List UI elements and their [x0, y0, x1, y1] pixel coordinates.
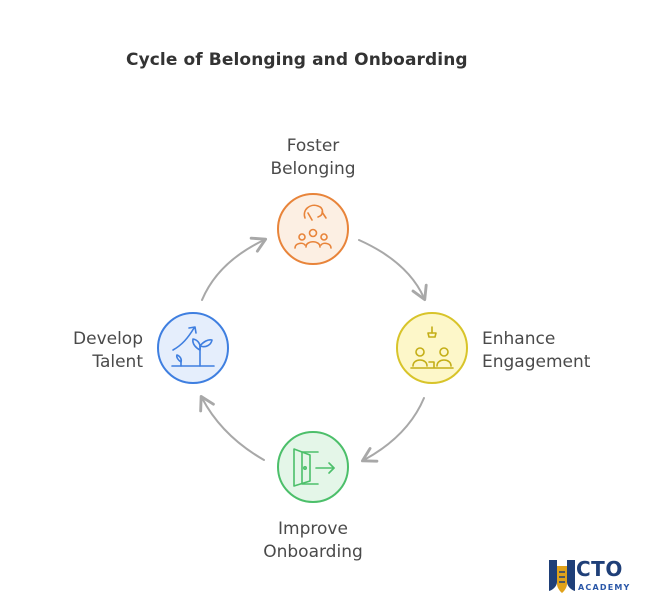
team-support-icon: [294, 204, 332, 249]
node-enhance-engagement: [396, 312, 468, 384]
shield-crest-icon: [549, 560, 575, 593]
door-entry-icon: [293, 448, 335, 487]
label-improve-onboarding: Improve Onboarding: [213, 518, 413, 564]
growth-plant-icon: [171, 326, 215, 367]
label-line: Foster: [286, 136, 340, 156]
node-improve-onboarding: [277, 431, 349, 503]
arrow-develop-to-foster: [201, 236, 268, 301]
node-foster-belonging: [277, 193, 349, 265]
logo-subtext: ACADEMY: [578, 583, 631, 592]
logo-text: CTO: [576, 557, 623, 581]
diagram-title: Cycle of Belonging and Onboarding: [126, 50, 468, 70]
arrow-foster-to-enhance: [358, 239, 428, 302]
label-develop-talent: Develop Talent: [40, 328, 143, 374]
label-line: Belonging: [270, 159, 356, 179]
label-line: Improve: [278, 519, 348, 539]
label-line: Engagement: [482, 352, 591, 372]
cto-academy-logo: [549, 560, 575, 593]
label-line: Onboarding: [263, 542, 363, 562]
node-develop-talent: [157, 312, 229, 384]
label-enhance-engagement: Enhance Engagement: [482, 328, 590, 374]
arrow-improve-to-develop: [199, 394, 265, 461]
label-line: Talent: [92, 352, 143, 372]
label-line: Enhance: [482, 329, 556, 349]
meeting-icon: [410, 326, 454, 369]
label-line: Develop: [73, 329, 143, 349]
label-foster-belonging: Foster Belonging: [213, 135, 413, 181]
arrow-enhance-to-improve: [360, 397, 425, 463]
